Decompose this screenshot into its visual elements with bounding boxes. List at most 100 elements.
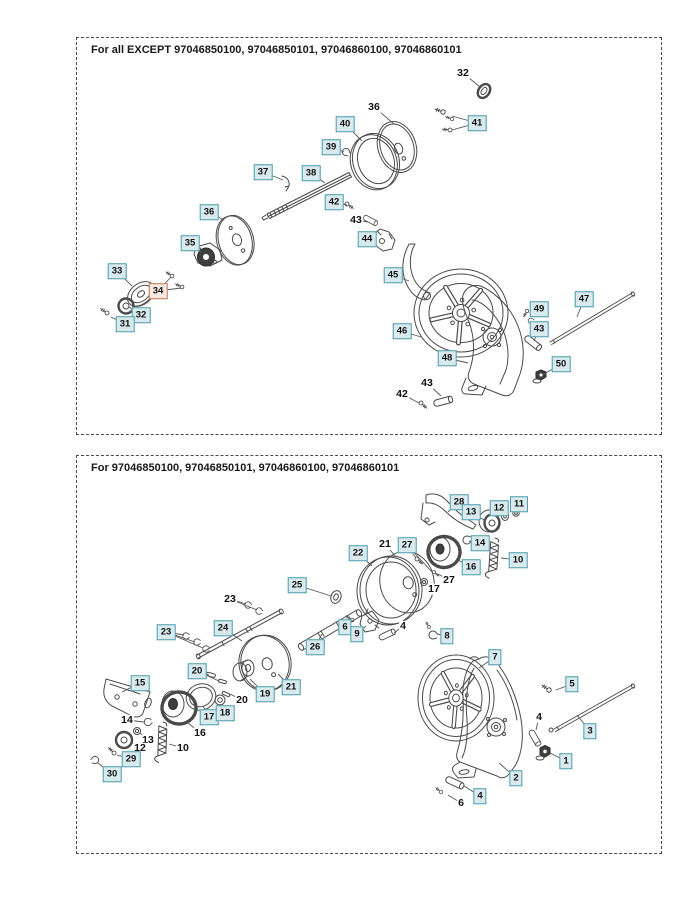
- callout-46: 46: [392, 323, 412, 339]
- rubber-ring-40: [349, 132, 401, 191]
- callout-50: 50: [551, 356, 571, 372]
- callout-12: 12: [489, 500, 509, 516]
- callout-14: 14: [470, 535, 490, 551]
- callout-47: 47: [574, 291, 594, 307]
- pulley-12-left: [114, 730, 134, 750]
- callout-2: 2: [509, 770, 523, 786]
- callout-1: 1: [559, 753, 573, 769]
- callout-17: 17: [427, 582, 441, 595]
- callout-7: 7: [488, 649, 502, 665]
- callout-45: 45: [383, 267, 403, 283]
- bracket-arm-28: [420, 493, 477, 530]
- bracket-44: [371, 228, 396, 252]
- ring-17: [185, 683, 217, 711]
- callout-32: 32: [456, 66, 470, 79]
- pivot-bracket-9: [359, 608, 380, 633]
- washer-17-small: [420, 578, 428, 586]
- panel-top-title: For all EXCEPT 97046850100, 97046850101,…: [91, 44, 462, 56]
- callout-24: 24: [213, 620, 233, 636]
- panel-bottom: For 97046850100, 97046850101, 9704686010…: [76, 455, 662, 854]
- callout-15: 15: [130, 675, 150, 691]
- callout-16: 16: [193, 726, 207, 739]
- callout-40: 40: [335, 116, 355, 132]
- callout-23: 23: [156, 624, 176, 640]
- frame-plate-48: [461, 284, 524, 397]
- callout-26: 26: [305, 639, 325, 655]
- callout-49: 49: [529, 301, 549, 317]
- callout-25: 25: [287, 577, 307, 593]
- callout-30: 30: [102, 766, 122, 782]
- callout-17: 17: [199, 709, 219, 725]
- nut-50: [532, 369, 547, 384]
- spring-hook-37: [281, 175, 290, 192]
- callout-6: 6: [457, 796, 465, 809]
- callout-9: 9: [350, 626, 364, 642]
- axle-47: [549, 291, 636, 345]
- callout-41: 41: [467, 115, 487, 131]
- hub-19: [232, 659, 255, 682]
- callout-14: 14: [120, 713, 134, 726]
- callout-21: 21: [281, 679, 301, 695]
- callout-21: 21: [378, 537, 392, 550]
- callout-43: 43: [420, 376, 434, 389]
- callout-43: 43: [529, 321, 549, 337]
- friction-drum-16: [160, 690, 198, 726]
- callout-48: 48: [437, 350, 457, 366]
- callout-35: 35: [180, 235, 200, 251]
- callout-5: 5: [565, 676, 579, 692]
- callout-11: 11: [509, 496, 529, 512]
- panel-top: For all EXCEPT 97046850100, 97046850101,…: [76, 37, 662, 435]
- callout-3: 3: [583, 723, 597, 739]
- callout-43: 43: [349, 213, 363, 226]
- callout-4: 4: [535, 710, 543, 723]
- callout-12: 12: [133, 741, 147, 754]
- nut-1: [535, 745, 551, 761]
- callout-4: 4: [399, 619, 407, 632]
- callout-20: 20: [235, 693, 249, 706]
- top-panel-art: [99, 82, 636, 411]
- callout-42: 42: [395, 387, 409, 400]
- friction-wheel-16: [426, 534, 462, 570]
- callout-29: 29: [121, 751, 141, 767]
- callout-42: 42: [324, 194, 344, 210]
- shaft-24: [195, 608, 284, 660]
- callout-23: 23: [223, 592, 237, 605]
- callout-13: 13: [141, 733, 155, 746]
- callout-13: 13: [461, 504, 481, 520]
- washer-25: [330, 590, 342, 604]
- panel-bottom-title: For 97046850100, 97046850101, 9704686010…: [91, 462, 400, 474]
- callout-33: 33: [107, 263, 127, 279]
- callout-34: 34: [148, 283, 168, 299]
- callout-18: 18: [215, 705, 235, 721]
- callout-20: 20: [187, 663, 207, 679]
- bottom-panel-art: [89, 493, 636, 795]
- callout-36: 36: [367, 100, 381, 113]
- callout-16: 16: [461, 559, 481, 575]
- bearing-35: [193, 242, 223, 267]
- hex-shaft-38: [261, 172, 352, 221]
- bearing-18: [214, 694, 226, 706]
- callout-39: 39: [321, 139, 341, 155]
- grommet-32: [476, 82, 492, 100]
- callout-8: 8: [440, 628, 454, 644]
- callout-27: 27: [397, 537, 417, 553]
- frame-plate-2: [452, 656, 523, 779]
- callout-32: 32: [131, 307, 151, 323]
- disc-36-upper: [376, 121, 418, 173]
- callout-10: 10: [508, 552, 528, 568]
- callout-37: 37: [253, 164, 273, 180]
- pulley-32: [117, 297, 135, 315]
- callout-31: 31: [115, 316, 135, 332]
- callout-22: 22: [348, 545, 368, 561]
- callout-10: 10: [176, 741, 190, 754]
- callout-27: 27: [442, 573, 456, 586]
- axle-3: [548, 683, 636, 733]
- disc-36-lower: [215, 214, 255, 266]
- callout-44: 44: [357, 231, 377, 247]
- callout-36: 36: [199, 204, 219, 220]
- callout-38: 38: [301, 165, 321, 181]
- washer-13-left: [133, 727, 141, 735]
- callout-4: 4: [473, 788, 487, 804]
